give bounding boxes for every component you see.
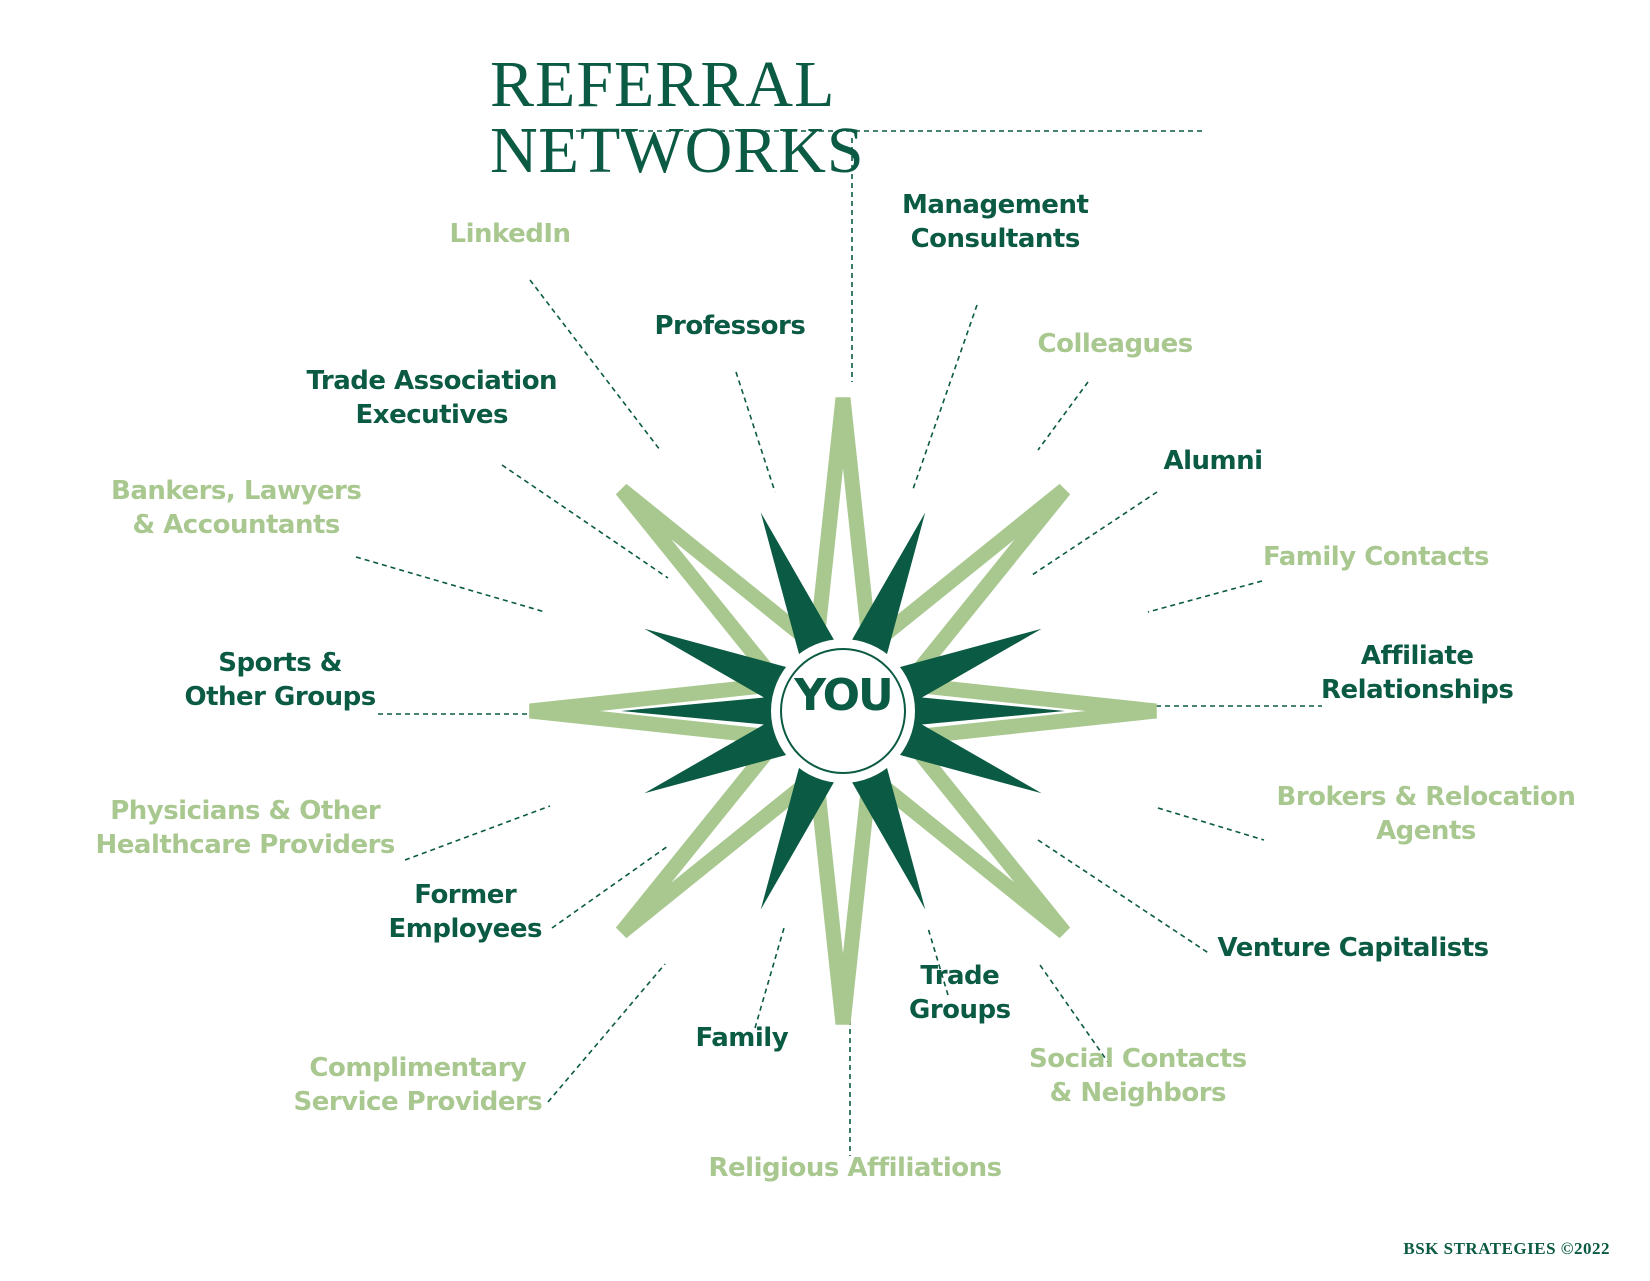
- node-former-line: Former: [414, 880, 517, 910]
- node-physicians-line: Physicians & Other: [110, 796, 381, 826]
- node-management-line: Consultants: [910, 224, 1081, 254]
- center-label: YOU: [794, 670, 893, 721]
- star-light-point: [806, 397, 880, 666]
- center-hub: [771, 639, 915, 783]
- node-brokers-line: Brokers & Relocation: [1276, 782, 1576, 812]
- node-colleagues: Colleagues: [1037, 327, 1194, 361]
- connector-venture: [1037, 839, 1211, 955]
- node-religious: Religious Affiliations: [708, 1151, 1003, 1185]
- node-linkedin-line: LinkedIn: [449, 219, 572, 249]
- node-complimentary-line: Complimentary: [309, 1053, 527, 1083]
- node-professors-line: Professors: [654, 311, 806, 341]
- node-trade-groups-line: Groups: [909, 995, 1011, 1025]
- copyright-footer: BSK STRATEGIES ©2022: [1403, 1239, 1610, 1258]
- connector-trade-assoc: [501, 464, 669, 579]
- star-light-point: [806, 756, 880, 1025]
- node-social-line: & Neighbors: [1049, 1078, 1227, 1108]
- connector-brokers: [1157, 807, 1265, 841]
- node-affiliate-line: Relationships: [1321, 675, 1514, 705]
- node-complimentary-line: Service Providers: [293, 1087, 543, 1117]
- node-professors: Professors: [655, 309, 806, 343]
- connector-complimentary: [547, 963, 666, 1103]
- node-alumni: Alumni: [1163, 444, 1264, 478]
- star-dark-point: [883, 693, 1065, 729]
- node-religious-line: Religious Affiliations: [708, 1153, 1003, 1183]
- node-family-line: Family: [695, 1023, 789, 1053]
- node-sports: Sports & Other Groups: [184, 646, 377, 714]
- connector-colleagues: [1037, 381, 1089, 451]
- star-dark-point: [621, 693, 803, 729]
- node-linkedin: LinkedIn: [449, 217, 572, 251]
- connector-alumni: [1031, 491, 1158, 576]
- node-trade-assoc-line: Trade Association: [306, 366, 558, 396]
- connector-physicians: [404, 805, 551, 861]
- connector-social: [1039, 964, 1111, 1066]
- node-sports-line: Sports &: [218, 648, 342, 678]
- node-family-contacts: Family Contacts: [1263, 540, 1489, 574]
- node-family-contacts-line: Family Contacts: [1263, 542, 1489, 572]
- node-sports-line: Other Groups: [184, 682, 377, 712]
- node-colleagues-line: Colleagues: [1037, 329, 1194, 359]
- node-bankers-line: Bankers, Lawyers: [111, 476, 362, 506]
- hub-circle: [771, 639, 915, 783]
- connector-lines: [355, 130, 1322, 1156]
- node-former-line: Employees: [388, 914, 543, 944]
- connector-former: [551, 845, 669, 929]
- node-trade-groups-line: Trade: [920, 961, 1000, 991]
- page-title: REFERRAL NETWORKS: [490, 48, 865, 187]
- node-family: Family: [696, 1021, 789, 1055]
- node-management-line: Management: [902, 190, 1089, 220]
- node-venture: Venture Capitalists: [1217, 931, 1490, 965]
- node-affiliate-line: Affiliate: [1360, 641, 1474, 671]
- connector-management: [911, 304, 978, 493]
- hub-ring: [780, 648, 906, 774]
- node-social-line: Social Contacts: [1029, 1044, 1247, 1074]
- node-alumni-line: Alumni: [1163, 446, 1264, 476]
- node-brokers-line: Agents: [1376, 816, 1476, 846]
- node-bankers-line: & Accountants: [132, 510, 340, 540]
- connector-bankers: [355, 556, 546, 613]
- node-social: Social Contacts & Neighbors: [1029, 1042, 1247, 1110]
- connector-professors: [735, 371, 776, 493]
- connector-family-contacts: [1147, 580, 1263, 613]
- connector-family: [754, 927, 785, 1029]
- node-bankers: Bankers, Lawyers & Accountants: [111, 474, 362, 542]
- node-trade-assoc-line: Executives: [355, 400, 509, 430]
- connector-trade-groups: [927, 927, 949, 996]
- node-venture-line: Venture Capitalists: [1217, 933, 1490, 963]
- node-physicians-line: Healthcare Providers: [95, 830, 396, 860]
